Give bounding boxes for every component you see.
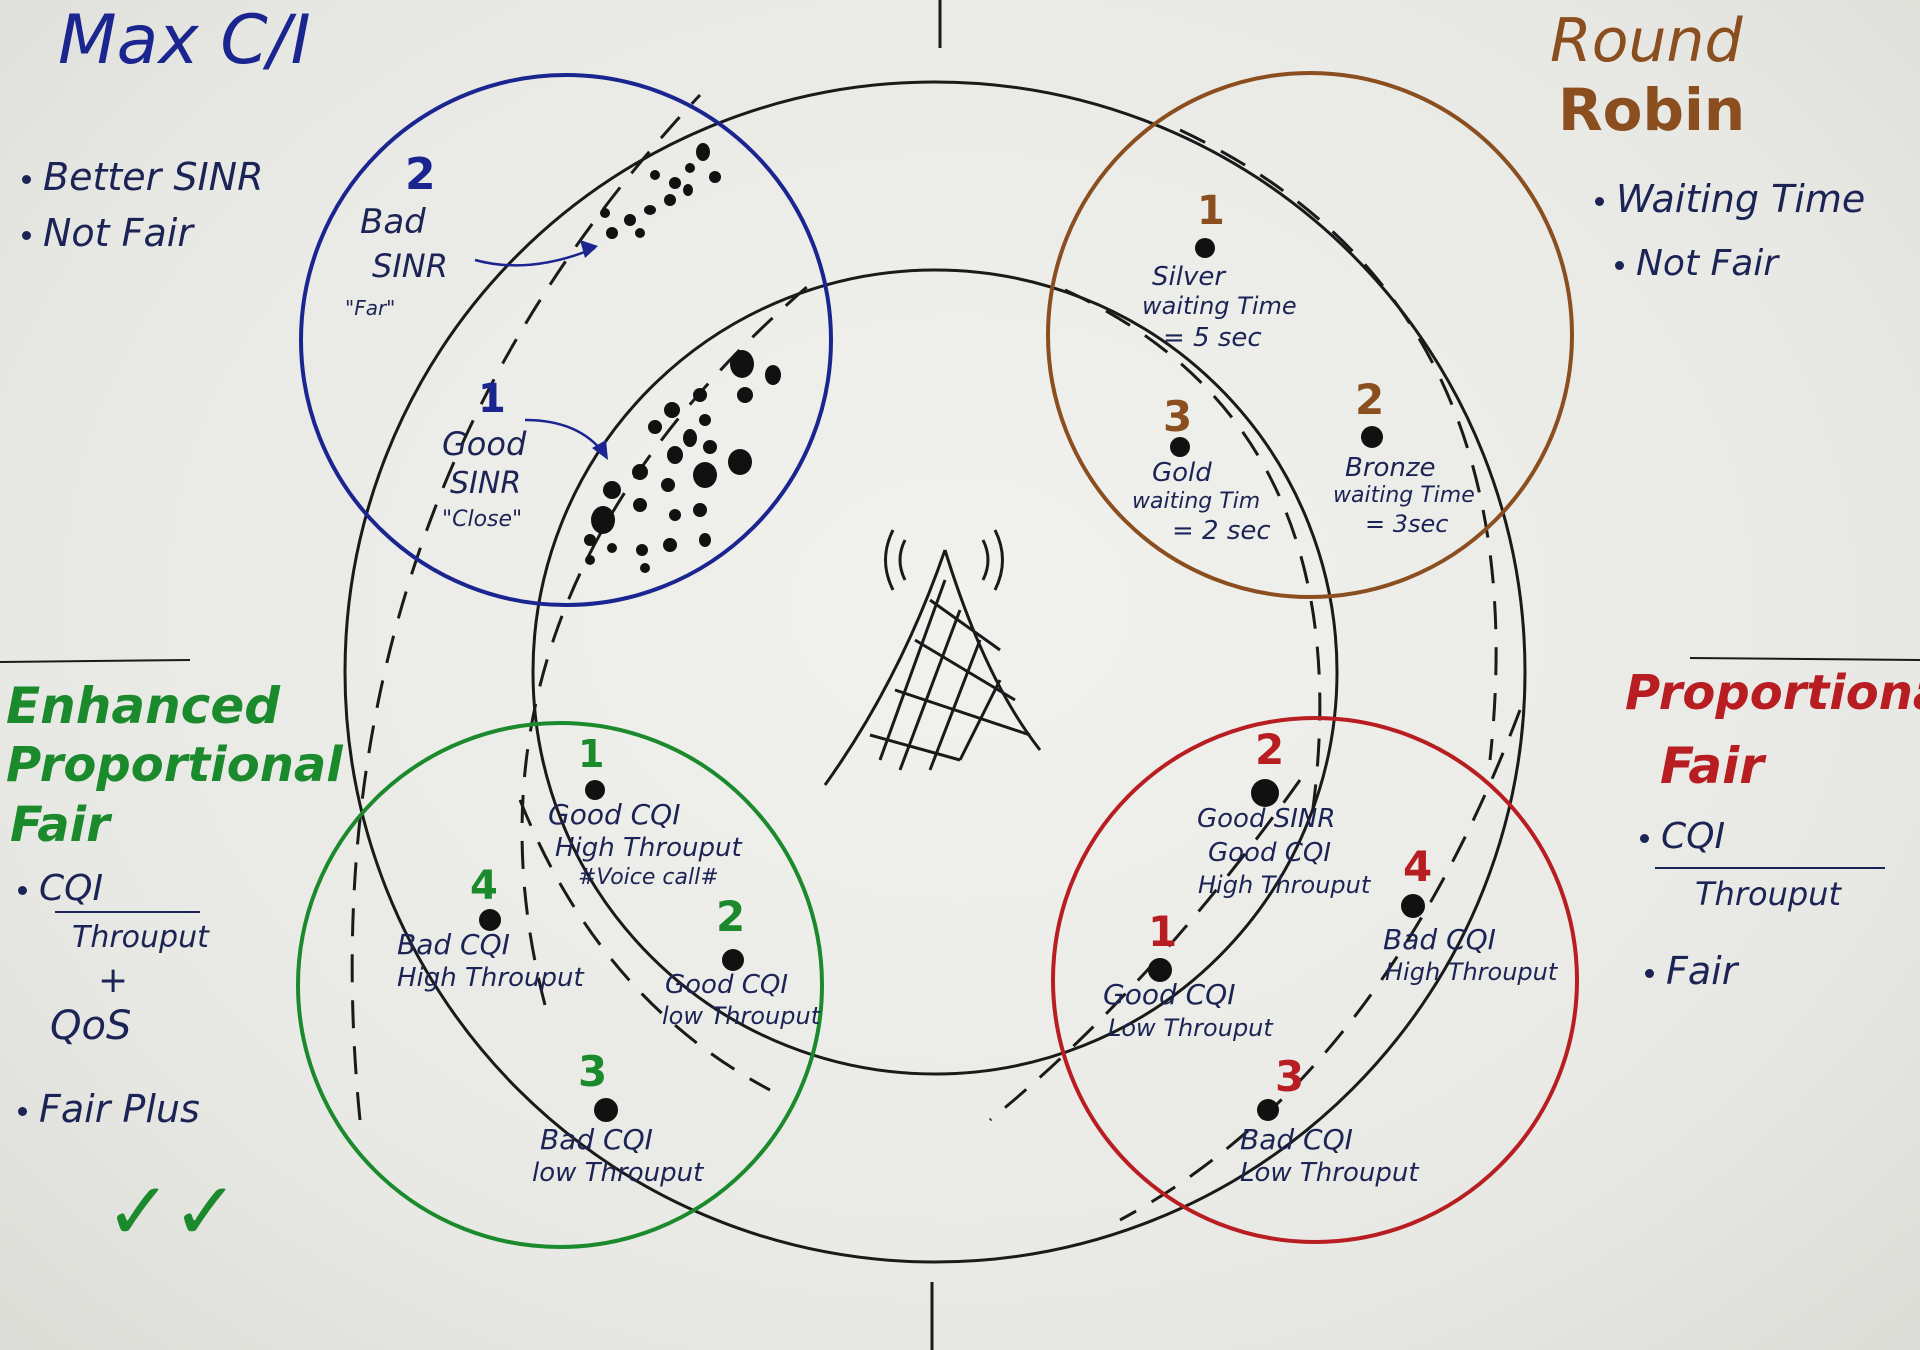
rr-user3-number: 3 xyxy=(1163,392,1193,441)
max-ci-circle xyxy=(299,73,833,607)
epf-user2-number: 2 xyxy=(716,892,746,941)
close-users-dots xyxy=(584,350,781,573)
pf-title-2: Fair xyxy=(1660,737,1764,795)
pf-user1-line1: Good CQI xyxy=(1103,978,1236,1011)
rr-user3-line3: = 2 sec xyxy=(1172,516,1271,546)
beam-arc-bottom-left xyxy=(518,799,771,1092)
epf-user3-line2: low Throuput xyxy=(532,1158,704,1188)
max-ci-user2-line2: SINR xyxy=(372,247,448,285)
epf-user1-line1: Good CQI xyxy=(548,798,681,831)
pf-title-1: Proportional xyxy=(1625,665,1920,721)
rr-user3-line1: Gold xyxy=(1152,458,1212,488)
rr-user1-line2: waiting Time xyxy=(1142,292,1297,320)
rr-user2-number: 2 xyxy=(1355,375,1385,424)
epf-title-1: Enhanced xyxy=(6,677,281,735)
rr-user2-line1: Bronze xyxy=(1345,453,1436,483)
max-ci-title: Max C/I xyxy=(58,1,311,80)
arrow-far xyxy=(474,246,596,267)
epf-user2-line1: Good CQI xyxy=(665,970,789,1000)
pf-bullet-fair: Fair xyxy=(1645,951,1737,992)
pf-user2-line2: Good CQI xyxy=(1208,838,1332,868)
epf-formula-top: CQI xyxy=(18,870,103,908)
pf-user4-line1: Bad CQI xyxy=(1383,923,1496,956)
pf-formula-top: CQI xyxy=(1640,818,1725,856)
beam-arc-bottom-right xyxy=(1119,709,1522,1222)
epf-plus: + xyxy=(98,960,129,1001)
max-ci-user2-line3: "Far" xyxy=(345,296,396,320)
max-ci-user1-line1: Good xyxy=(442,425,527,463)
arrow-far-head xyxy=(580,240,598,258)
pf-formula-bottom: Throuput xyxy=(1695,875,1841,913)
pf-user2-number: 2 xyxy=(1255,725,1285,774)
round-robin-bullet-2: Not Fair xyxy=(1615,245,1778,283)
round-robin-title-2: Robin xyxy=(1558,76,1746,144)
rr-user2-line2: waiting Time xyxy=(1333,483,1475,508)
right-divider xyxy=(1689,657,1920,661)
rr-user1-line1: Silver xyxy=(1152,262,1226,292)
arrow-close xyxy=(524,418,607,456)
max-ci-user2-number: 2 xyxy=(405,149,436,200)
pf-user1-line2: Low Throuput xyxy=(1108,1014,1273,1042)
enhanced-pf-circle xyxy=(296,721,824,1249)
epf-bullet-fair-plus: Fair Plus xyxy=(18,1089,200,1130)
epf-user2-line2: low Throuput xyxy=(662,1002,821,1030)
rr-user2-line3: = 3sec xyxy=(1365,510,1449,538)
rr-user1-line3: = 5 sec xyxy=(1163,323,1262,353)
epf-user1-number: 1 xyxy=(578,732,605,776)
beam-arc-bottom-mid xyxy=(989,779,1302,1122)
max-ci-user1-line2: SINR xyxy=(450,466,522,501)
round-robin-bullet-1: Waiting Time xyxy=(1595,179,1865,220)
epf-user3-number: 3 xyxy=(578,1047,608,1096)
beam-arc-right-inner xyxy=(1064,288,1322,831)
pf-circle xyxy=(1051,716,1579,1244)
outer-cell-ring xyxy=(343,80,1527,1264)
beam-arc-left-inner xyxy=(520,278,816,1006)
epf-title-2: Proportional xyxy=(6,737,343,793)
epf-title-3: Fair xyxy=(10,797,110,853)
base-station-tower-icon xyxy=(823,529,1042,786)
rr-user3-line2: waiting Tim xyxy=(1132,489,1261,514)
pf-user3-number: 3 xyxy=(1275,1052,1305,1101)
beam-arc-right-outer xyxy=(1179,128,1498,761)
user-dots xyxy=(479,238,1425,1122)
arrow-close-head xyxy=(592,440,608,460)
pf-user3-line1: Bad CQI xyxy=(1240,1123,1353,1156)
epf-user4-number: 4 xyxy=(470,863,498,909)
max-ci-user1-line3: "Close" xyxy=(442,507,523,532)
far-users-dots xyxy=(600,143,721,239)
epf-user4-line2: High Throuput xyxy=(397,963,584,993)
epf-formula-bottom: Throuput xyxy=(72,920,209,955)
epf-user1-line3: #Voice call# xyxy=(578,865,719,890)
pf-user2-line1: Good SINR xyxy=(1197,804,1336,834)
epf-qos: QoS xyxy=(50,1003,132,1049)
pf-user3-line2: Low Throuput xyxy=(1240,1158,1419,1188)
checkmark-icon: ✓✓ xyxy=(105,1165,240,1258)
beam-arc-left-outer xyxy=(350,93,702,1121)
inner-cell-ring xyxy=(531,268,1339,1076)
epf-user4-line1: Bad CQI xyxy=(397,928,510,961)
pf-user2-line3: High Throuput xyxy=(1198,871,1371,899)
max-ci-user2-line1: Bad xyxy=(360,202,426,242)
round-robin-title-1: Round xyxy=(1550,6,1743,76)
pf-user4-line2: High Throuput xyxy=(1385,958,1558,986)
max-ci-bullet-1: Better SINR xyxy=(22,157,264,198)
round-robin-circle xyxy=(1046,71,1574,599)
rr-user1-number: 1 xyxy=(1197,188,1225,234)
max-ci-user1-number: 1 xyxy=(478,376,506,422)
max-ci-bullet-2: Not Fair xyxy=(22,213,193,254)
epf-user1-line2: High Throuput xyxy=(555,833,742,863)
left-divider xyxy=(0,659,191,663)
pf-user1-number: 1 xyxy=(1148,907,1178,956)
epf-user3-line1: Bad CQI xyxy=(540,1123,653,1156)
pf-user4-number: 4 xyxy=(1403,842,1433,891)
